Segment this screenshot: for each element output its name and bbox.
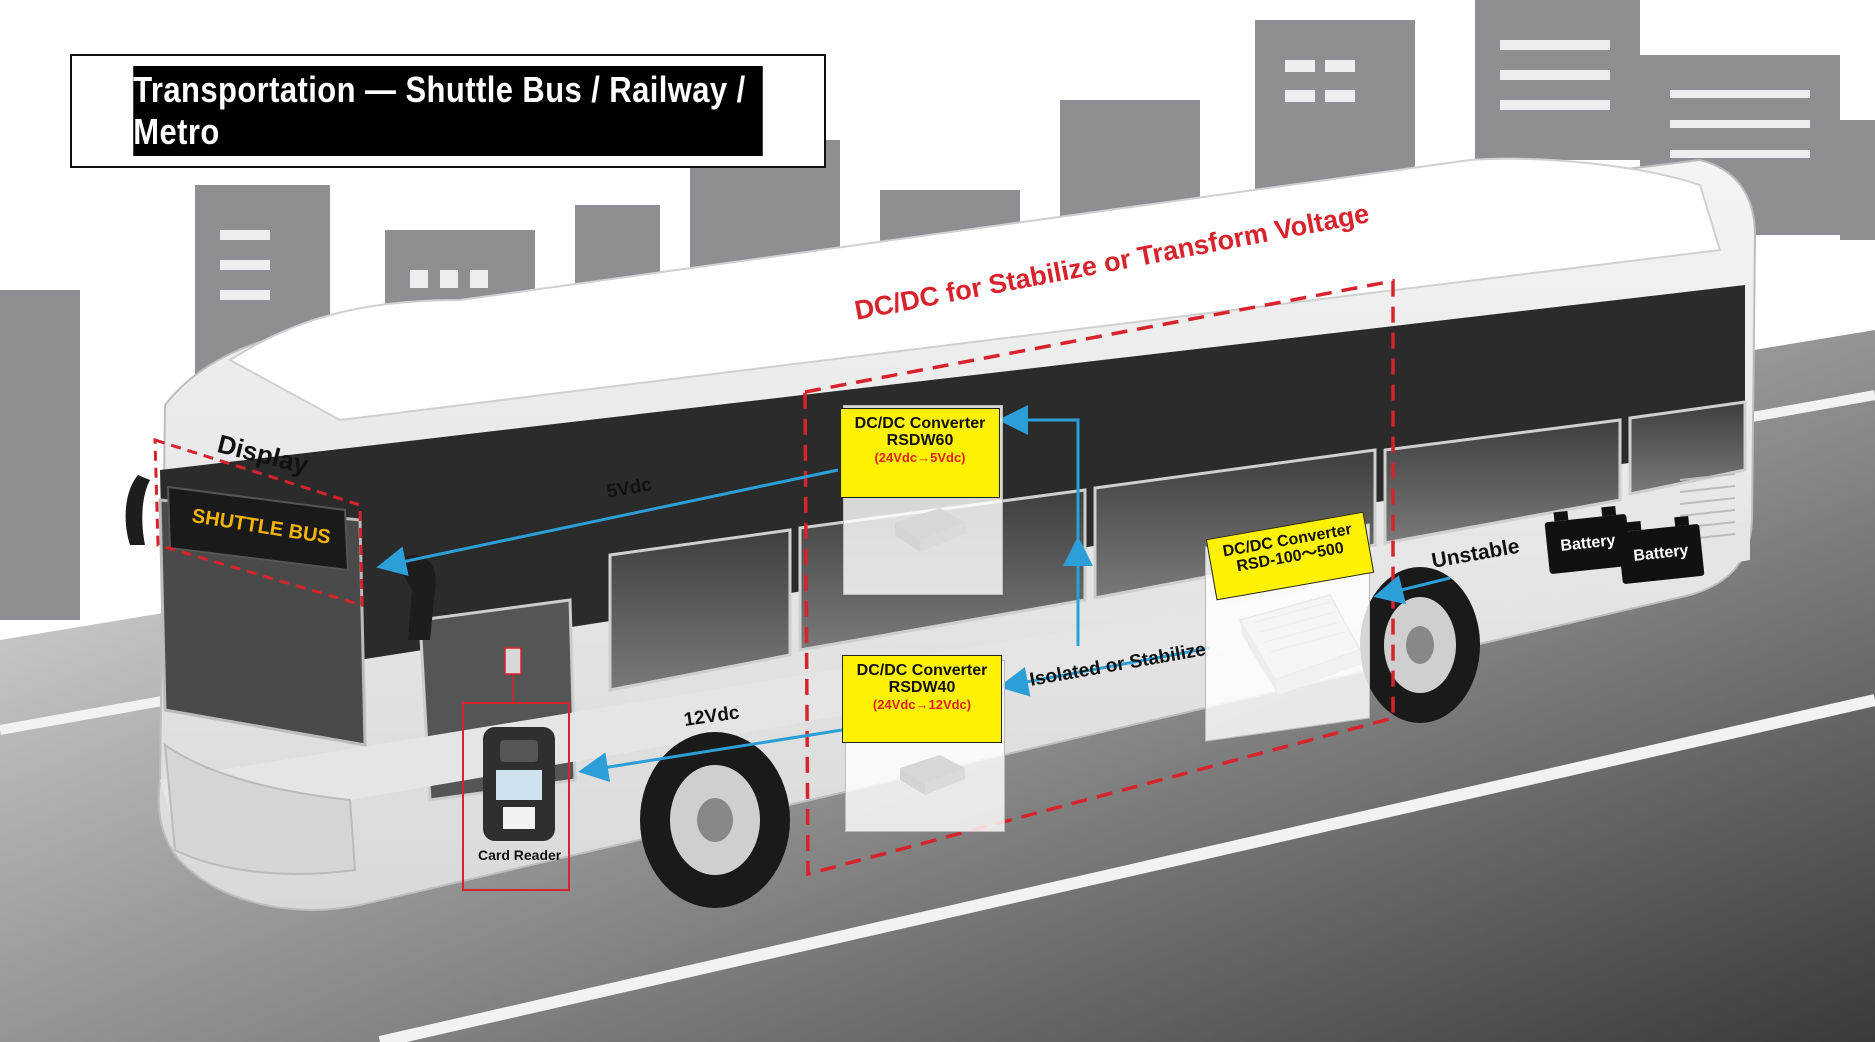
card-reader-nfc — [500, 740, 538, 762]
rsdw60-title: DC/DC Converter — [854, 415, 986, 432]
arrow-isolated — [998, 646, 1211, 697]
rsdw40-title: DC/DC Converter — [856, 662, 988, 679]
arrow-5vdc — [376, 468, 839, 576]
arrow-up-rsdw60 — [998, 405, 1080, 646]
rsdw60-model: RSDW60 — [886, 432, 954, 450]
battery-2: Battery — [1617, 523, 1705, 585]
destination-sign — [166, 485, 350, 572]
rsdw40-spec: (24Vdc→12Vdc) — [872, 696, 972, 712]
card-reader-label: Card Reader — [478, 847, 562, 863]
card-reader-frame — [462, 702, 570, 891]
front-wheel — [640, 732, 790, 908]
title-frame: Transportation — Shuttle Bus / Railway /… — [70, 54, 826, 168]
side-mirror — [395, 555, 436, 640]
rsdw40-label-box: DC/DC Converter RSDW40 (24Vdc→12Vdc) — [842, 655, 1002, 743]
rear-wheel — [1360, 567, 1480, 723]
connection-arrows — [376, 405, 1451, 782]
rsdw60-spec: (24Vdc→5Vdc) — [874, 449, 966, 465]
card-reader-screen — [496, 770, 542, 800]
display-dashed-frame — [153, 437, 364, 608]
dcdc-dashed-frame — [803, 278, 1395, 877]
arrow-12vdc — [578, 728, 843, 782]
left-mirror — [125, 475, 150, 545]
rsdw60-label-box: DC/DC Converter RSDW60 (24Vdc→5Vdc) — [840, 408, 1000, 498]
lane-line-bottom — [378, 694, 1875, 1042]
rsdw40-model: RSDW40 — [888, 679, 956, 697]
arrow-unstable — [1373, 575, 1451, 605]
page-title: Transportation — Shuttle Bus / Railway /… — [133, 66, 763, 156]
skyline-windows — [220, 40, 1810, 300]
card-reader-slot — [503, 807, 535, 829]
